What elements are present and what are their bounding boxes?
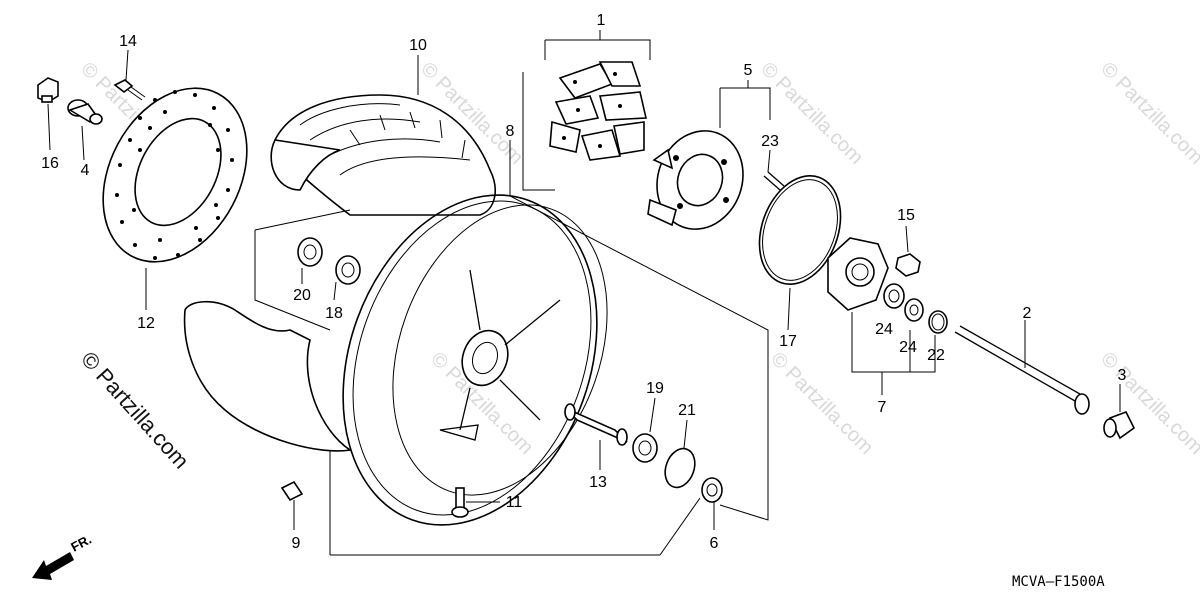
callout-24b: 24 xyxy=(899,339,917,356)
callout-21: 21 xyxy=(678,402,696,419)
callout-10: 10 xyxy=(409,37,427,54)
driven-sprocket-hub xyxy=(827,237,889,311)
watermark-tile: © Partzilla.com xyxy=(1096,348,1200,459)
balance-weight-clip xyxy=(280,480,304,502)
distance-collar xyxy=(564,403,628,446)
callout-11: 11 xyxy=(506,494,523,511)
callout-labels: 1 2 3 4 5 6 7 8 9 10 11 12 13 14 15 16 1… xyxy=(41,12,1126,552)
axle-cap xyxy=(1103,410,1136,440)
diagram-code: MCVA—F1500A xyxy=(1012,574,1105,590)
callout-4: 4 xyxy=(81,162,90,179)
rim-band-section xyxy=(183,300,353,452)
rear-wheel-rim xyxy=(342,194,608,526)
direction-label: FR. xyxy=(68,532,94,555)
watermark-tile: © Partzilla.com xyxy=(756,58,867,169)
callout-1: 1 xyxy=(597,12,606,29)
callout-20: 20 xyxy=(293,287,311,304)
callout-7: 7 xyxy=(878,399,887,416)
callout-18: 18 xyxy=(325,305,343,322)
tire-valve xyxy=(451,487,469,518)
stud-bolt xyxy=(763,171,785,191)
callout-12: 12 xyxy=(137,315,155,332)
callout-24: 24 xyxy=(875,321,893,338)
callout-14: 14 xyxy=(119,33,137,50)
damper-rubbers xyxy=(549,61,647,161)
driven-flange xyxy=(647,130,744,230)
rear-axle xyxy=(954,325,1090,415)
callout-23: 23 xyxy=(761,133,779,150)
leader-lines xyxy=(47,30,1121,556)
rear-tire xyxy=(270,94,496,216)
bearing-18 xyxy=(335,255,361,285)
callout-17: 17 xyxy=(779,333,797,350)
bearing-20 xyxy=(297,237,323,267)
callout-15: 15 xyxy=(897,207,915,224)
callout-13: 13 xyxy=(589,474,607,491)
side-collar-6 xyxy=(701,477,723,503)
collar xyxy=(67,99,103,125)
o-ring xyxy=(758,174,842,286)
callout-22: 22 xyxy=(927,347,945,364)
callout-8: 8 xyxy=(506,123,515,140)
callout-16: 16 xyxy=(41,155,59,172)
watermark-tile: © Partzilla.com xyxy=(1096,58,1200,169)
callout-19: 19 xyxy=(646,380,664,397)
flange-bolt xyxy=(37,77,59,103)
callout-5: 5 xyxy=(744,62,753,79)
radial-bearing xyxy=(883,283,905,309)
front-direction-marker: FR. xyxy=(32,532,94,580)
callout-3: 3 xyxy=(1118,367,1127,384)
callout-6: 6 xyxy=(710,535,719,552)
oil-seal xyxy=(904,298,924,322)
circlip xyxy=(928,310,948,334)
brake-disc xyxy=(102,87,248,263)
arrow-icon xyxy=(32,552,74,580)
callout-2: 2 xyxy=(1023,305,1032,322)
axle-nut xyxy=(895,253,921,277)
o-ring-21 xyxy=(664,447,696,489)
partzilla-watermark: © Partzilla.com xyxy=(76,347,194,474)
watermark-tile: © Partzilla.com xyxy=(766,348,877,459)
bearing-19 xyxy=(632,433,658,463)
disc-bolt xyxy=(113,79,146,101)
callout-9: 9 xyxy=(292,535,301,552)
